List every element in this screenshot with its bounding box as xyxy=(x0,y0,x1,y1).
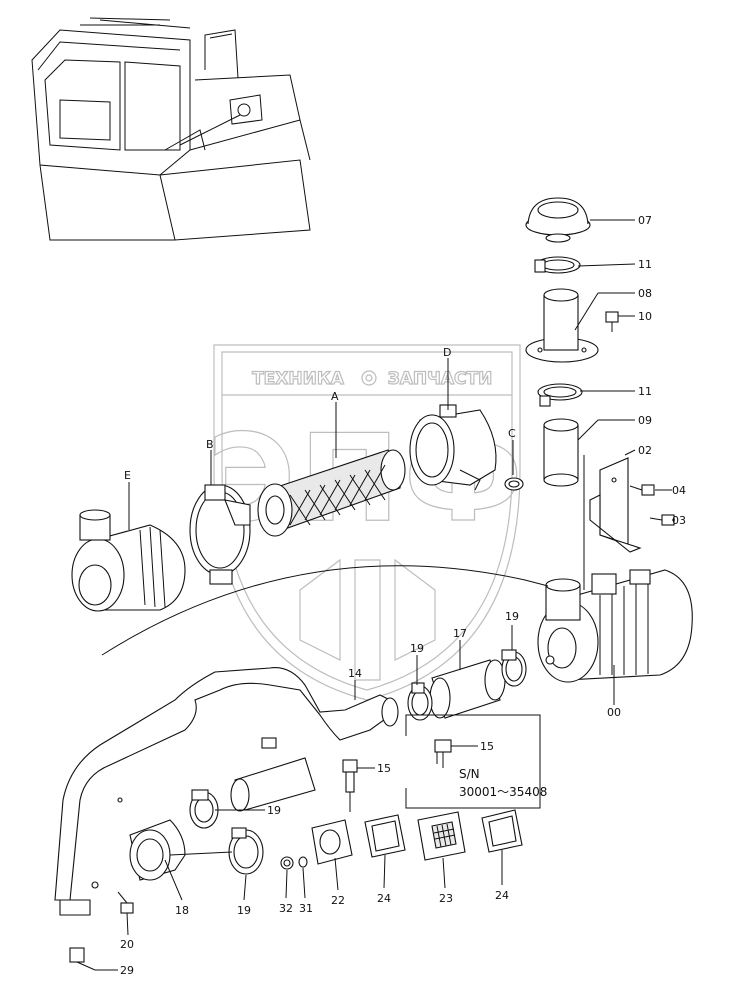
part-10-bolt xyxy=(605,311,619,332)
callout-18: 18 xyxy=(175,904,189,917)
callout-14: 14 xyxy=(348,667,362,680)
callout-a: A xyxy=(331,390,339,403)
part-07-rain-cap xyxy=(525,197,591,243)
part-08-pipe-flange xyxy=(525,288,599,363)
callout-19-a: 19 xyxy=(505,610,519,623)
part-09-hose xyxy=(543,418,579,487)
watermark-left-text: ТЕХНИКА xyxy=(252,369,345,389)
callout-22: 22 xyxy=(331,894,345,907)
callout-19-b: 19 xyxy=(410,642,424,655)
part-31-washer xyxy=(298,856,308,868)
part-b-band-clamp xyxy=(189,484,251,585)
callout-23: 23 xyxy=(439,892,453,905)
callout-24-b: 24 xyxy=(495,889,509,902)
assembly-curve xyxy=(101,565,549,656)
callout-19-c: 19 xyxy=(267,804,281,817)
callout-31: 31 xyxy=(299,902,313,915)
part-11-clamp-top xyxy=(534,256,581,274)
part-24-gasket-b xyxy=(481,809,523,853)
callout-32: 32 xyxy=(279,902,293,915)
part-15-sensor-a xyxy=(342,759,358,812)
callout-b: B xyxy=(206,438,214,451)
part-15-sensor-b xyxy=(434,739,452,768)
callout-11-top: 11 xyxy=(638,258,652,271)
part-e-housing xyxy=(71,509,186,612)
part-22-flange xyxy=(311,819,353,865)
part-d-cover xyxy=(409,404,497,491)
part-11-clamp-lower xyxy=(537,383,583,407)
callout-d: D xyxy=(443,346,451,359)
callout-19-d: 19 xyxy=(237,904,251,917)
callout-e: E xyxy=(124,469,131,482)
callout-09: 09 xyxy=(638,414,652,427)
part-24-gasket-a xyxy=(364,814,406,858)
serial-note-line1: S/N xyxy=(459,767,480,781)
callout-17: 17 xyxy=(453,627,467,640)
part-19-clamp-a xyxy=(407,682,433,721)
part-04-bolt xyxy=(629,484,655,496)
part-14-inner-hose xyxy=(230,757,316,812)
callout-15-b: 15 xyxy=(480,740,494,753)
callout-04: 04 xyxy=(672,484,686,497)
callout-10: 10 xyxy=(638,310,652,323)
callout-20: 20 xyxy=(120,938,134,951)
gear-icon xyxy=(361,370,377,386)
callout-00: 00 xyxy=(607,706,621,719)
part-23-screen xyxy=(417,811,466,861)
part-29-plug xyxy=(69,947,85,963)
part-17-hose xyxy=(429,659,506,719)
callout-c: C xyxy=(508,427,516,440)
part-c-valve xyxy=(504,477,524,491)
part-a-filter-element xyxy=(257,449,406,537)
watermark: ТЕХНИКА ЗАПЧАСТИ ЭПФ xyxy=(207,344,523,701)
callout-24-a: 24 xyxy=(377,892,391,905)
part-20-bolt xyxy=(117,891,134,914)
part-14-intake-pipe xyxy=(54,667,399,916)
callout-labels: 07 11 08 10 11 09 02 04 03 00 19 17 19 1… xyxy=(120,214,686,977)
callout-03: 03 xyxy=(672,514,686,527)
leader-lines xyxy=(76,219,675,971)
part-03-bolt xyxy=(649,514,675,526)
part-19-clamp-d xyxy=(228,827,264,875)
part-19-clamp-c xyxy=(189,789,219,829)
serial-note-line2: 30001～35408 xyxy=(459,785,547,799)
part-02-bracket xyxy=(589,457,642,553)
excavator-location-sketch xyxy=(31,17,311,241)
callout-07: 07 xyxy=(638,214,652,227)
part-18-elbow-hose xyxy=(129,819,186,881)
watermark-right-text: ЗАПЧАСТИ xyxy=(388,369,493,389)
part-00-air-cleaner xyxy=(537,569,693,683)
callout-15-a: 15 xyxy=(377,762,391,775)
callout-29: 29 xyxy=(120,964,134,977)
callout-11-lower: 11 xyxy=(638,385,652,398)
serial-note-box: S/N 30001～35408 xyxy=(405,714,547,809)
part-32-washer xyxy=(280,856,294,870)
callout-02: 02 xyxy=(638,444,652,457)
callout-08: 08 xyxy=(638,287,652,300)
part-19-clamp-b xyxy=(501,649,527,687)
